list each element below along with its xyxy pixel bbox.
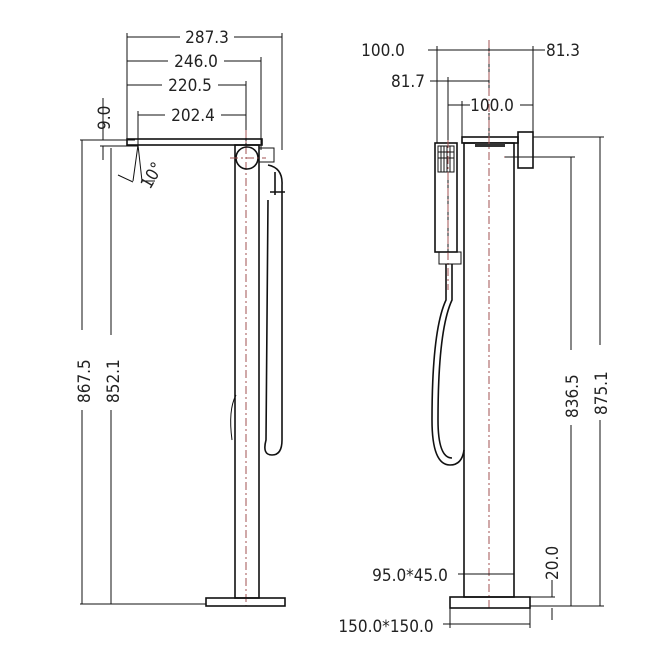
dim-total-height: 867.5: [75, 359, 95, 403]
front-base: [449, 596, 531, 609]
dim-handle-height: 836.5: [563, 374, 583, 418]
spout-plate: [126, 138, 263, 146]
dim-right-width: 81.3: [546, 41, 580, 61]
front-view: 100.0 81.3 81.7 100.0 836.5 875.1 2: [338, 40, 612, 637]
side-view: 287.3 246.0 220.5 202.4 10° 867.5 8: [70, 27, 286, 607]
hose: [264, 164, 283, 456]
dim-base-size: 150.0*150.0: [338, 617, 433, 637]
dim-total-height-front: 875.1: [592, 371, 612, 415]
base-plate: [205, 597, 286, 607]
dim-spout-reach: 202.4: [171, 106, 215, 126]
dim-base-thickness: 20.0: [543, 546, 563, 580]
spout-angle-mark: [117, 144, 155, 183]
dim-spout-angle: 10°: [137, 159, 168, 192]
dim-shower-offset: 81.7: [391, 72, 425, 92]
faucet-column: [234, 144, 260, 599]
front-handle: [517, 131, 534, 169]
dim-left-width: 100.0: [361, 41, 405, 61]
dim-spout-thickness: 9.0: [95, 106, 115, 130]
dim-spout-height: 852.1: [104, 359, 124, 403]
dim-column-section: 95.0*45.0: [372, 566, 448, 586]
dim-center-reach: 220.5: [168, 76, 212, 96]
dim-handle-reach: 246.0: [174, 52, 218, 72]
dim-overall-reach: 287.3: [185, 28, 229, 48]
dim-body-width: 100.0: [470, 96, 514, 116]
